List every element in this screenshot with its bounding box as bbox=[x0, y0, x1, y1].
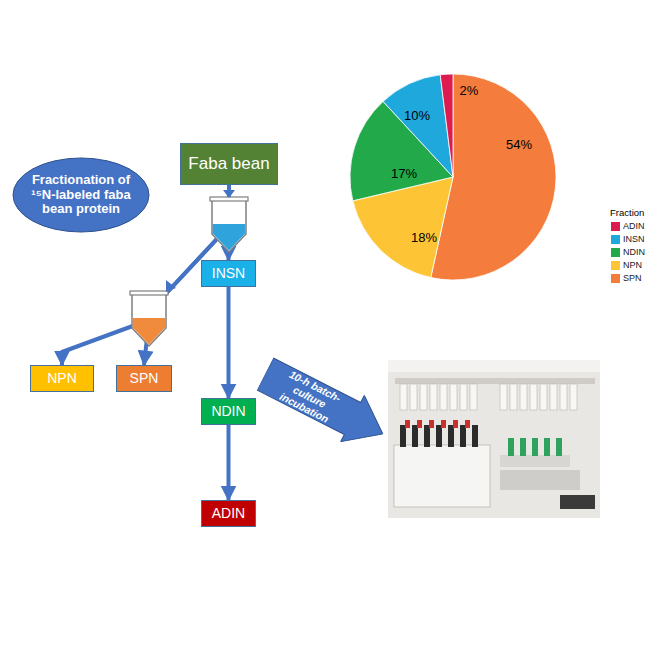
percent-label: 10% bbox=[404, 108, 430, 123]
arrow-head bbox=[166, 280, 176, 292]
percent-label: 17% bbox=[391, 166, 417, 181]
legend-swatch bbox=[611, 261, 620, 270]
fraction-box: NDIN bbox=[201, 398, 256, 425]
tube-two bbox=[130, 291, 168, 346]
node-text: SPN bbox=[130, 370, 159, 386]
node-text: NDIN bbox=[211, 403, 245, 419]
legend-text: NPN bbox=[623, 260, 642, 270]
fraction-box: SPN bbox=[116, 365, 172, 392]
percent-label: 54% bbox=[506, 137, 532, 152]
fraction-box: ADIN bbox=[201, 500, 256, 527]
fraction-box: Faba bean bbox=[180, 143, 278, 185]
legend-title: Fraction bbox=[610, 207, 644, 218]
legend-text: INSN bbox=[623, 234, 645, 244]
block-arrow: 10-h batch-culture incubation bbox=[253, 351, 394, 457]
legend-swatch bbox=[611, 222, 620, 231]
title-ellipse: Fractionation of ¹⁵N-labeled faba bean p… bbox=[12, 157, 150, 233]
flow-arrow bbox=[227, 287, 231, 398]
legend-text: NDIN bbox=[623, 247, 645, 257]
pie-slice bbox=[383, 75, 453, 177]
tube-one bbox=[210, 197, 248, 252]
node-text: ADIN bbox=[212, 505, 245, 521]
fraction-box: INSN bbox=[201, 260, 256, 287]
node-text: Fractionation of ¹⁵N-labeled faba bean p… bbox=[28, 173, 134, 218]
node-text: 10-h batch-culture incubation bbox=[262, 361, 357, 433]
node-text: INSN bbox=[212, 265, 245, 281]
node-text: NPN bbox=[47, 370, 77, 386]
lab-photo bbox=[388, 360, 600, 518]
legend-text: ADIN bbox=[623, 221, 645, 231]
percent-label: 2% bbox=[460, 83, 479, 98]
percent-label: 18% bbox=[411, 230, 437, 245]
legend-text: SPN bbox=[623, 273, 642, 283]
arrow-head bbox=[223, 190, 235, 198]
pie-slice bbox=[440, 74, 453, 177]
legend-swatch bbox=[611, 274, 620, 283]
legend-swatch bbox=[611, 235, 620, 244]
fraction-box: NPN bbox=[30, 365, 94, 392]
flow-arrow bbox=[227, 425, 231, 500]
node-text: Faba bean bbox=[188, 154, 269, 174]
legend-swatch bbox=[611, 248, 620, 257]
